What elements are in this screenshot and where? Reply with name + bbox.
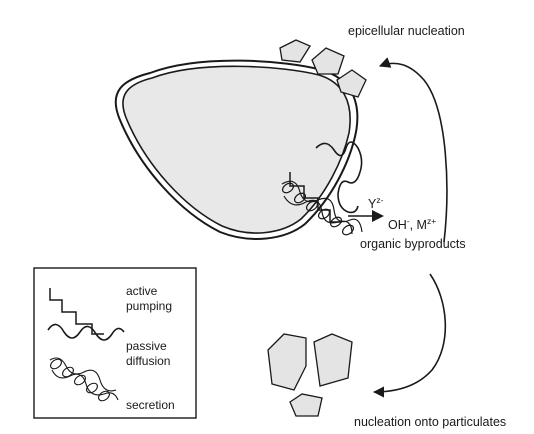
anion-label: Yz- bbox=[368, 195, 384, 211]
epicellular-nucleation-label: epicellular nucleation bbox=[348, 24, 465, 38]
metal-charge: z+ bbox=[427, 216, 436, 226]
release-arrowhead bbox=[372, 210, 384, 222]
legend-passive-line2: diffusion bbox=[126, 354, 170, 368]
crystal-shape bbox=[280, 40, 310, 62]
particle-shape bbox=[268, 334, 306, 390]
legend-secretion: secretion bbox=[126, 398, 175, 412]
organic-byproducts-label: organic byproducts bbox=[360, 237, 466, 251]
hydroxide-symbol: OH bbox=[388, 218, 407, 232]
particulate-arrow bbox=[374, 274, 445, 392]
particulate-crystals bbox=[268, 334, 352, 416]
nucleation-particulates-label: nucleation onto particulates bbox=[354, 415, 506, 429]
crystal-shape bbox=[312, 48, 344, 74]
cell bbox=[116, 61, 358, 239]
legend-passive-line1: passive bbox=[126, 339, 167, 353]
legend-active-line2: pumping bbox=[126, 299, 172, 313]
metal-symbol: , M bbox=[410, 218, 427, 232]
hydroxide-metal-label: OH-, Mz+ bbox=[388, 216, 436, 232]
particle-shape bbox=[314, 334, 352, 386]
legend: active pumping passive diffusion secreti… bbox=[34, 268, 196, 418]
legend-active-line1: active bbox=[126, 284, 158, 298]
epicellular-arrow bbox=[380, 63, 447, 242]
anion-charge: z- bbox=[376, 195, 383, 205]
particle-shape bbox=[290, 394, 322, 416]
